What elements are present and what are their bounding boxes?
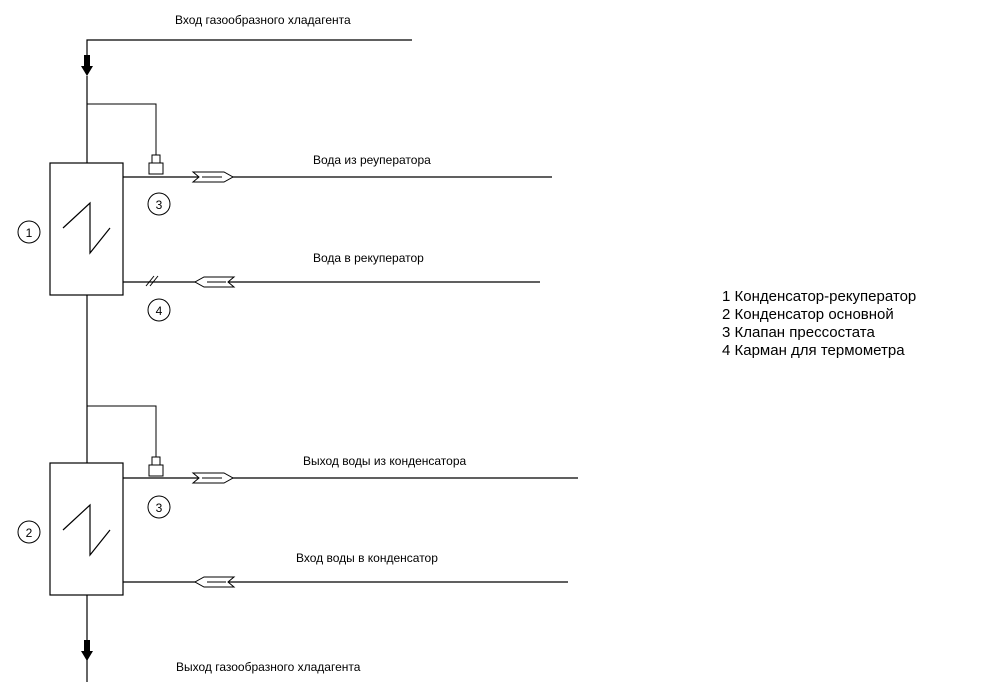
- marker-3-bottom-circle: [147, 495, 171, 519]
- marker-3-top-circle: [147, 192, 171, 216]
- marker-1-circle: [17, 220, 41, 244]
- pressostat-valve-icon: [148, 154, 164, 175]
- legend-item: 2 Конденсатор основной: [722, 306, 894, 323]
- marker-4: 4: [156, 304, 163, 318]
- marker-4-circle: [147, 298, 171, 322]
- pressostat-valve-icon-2: [148, 456, 164, 477]
- gas-outlet-arrow-icon: [81, 640, 93, 661]
- water-in-condenser-label: Вход воды в конденсатор: [296, 551, 438, 565]
- water-out-condenser-label: Выход воды из конденсатора: [303, 454, 466, 468]
- heat-exchange-zigzag-icon: [62, 201, 111, 255]
- legend-item: 3 Клапан прессостата: [722, 324, 875, 341]
- heat-exchange-zigzag-icon-2: [62, 503, 111, 557]
- marker-3-top: 3: [156, 198, 163, 212]
- legend: 1 Конденсатор-рекуператор 2 Конденсатор …: [722, 288, 916, 360]
- water-to-recuperator-label: Вода в рекуператор: [313, 251, 424, 265]
- flow-arrow-left-icon: [193, 276, 236, 288]
- gas-inlet-label: Вход газообразного хладагента: [175, 13, 351, 27]
- condenser-recuperator-box: [49, 162, 124, 296]
- legend-item: 4 Карман для термометра: [722, 342, 905, 359]
- legend-item: 1 Конденсатор-рекуператор: [722, 288, 917, 305]
- pressostat-tap-line-bottom: [87, 405, 157, 457]
- flow-arrow-left-icon-2: [193, 576, 236, 588]
- flow-arrow-right-icon-2: [191, 472, 235, 484]
- gas-outlet-label: Выход газообразного хладагента: [176, 660, 361, 674]
- flow-arrow-right-icon: [191, 171, 235, 183]
- marker-3-bottom: 3: [156, 501, 163, 515]
- thermometer-pocket-icon: [145, 275, 159, 287]
- marker-2-circle: [17, 520, 41, 544]
- gas-inlet-line: [86, 39, 412, 62]
- water-from-recuperator-label: Вода из реуператора: [313, 153, 431, 167]
- marker-1: 1: [26, 226, 33, 240]
- pressostat-tap-line-top: [87, 103, 157, 155]
- gas-inlet-arrow-icon: [81, 55, 93, 76]
- marker-2: 2: [26, 526, 33, 540]
- main-condenser-box: [49, 462, 124, 596]
